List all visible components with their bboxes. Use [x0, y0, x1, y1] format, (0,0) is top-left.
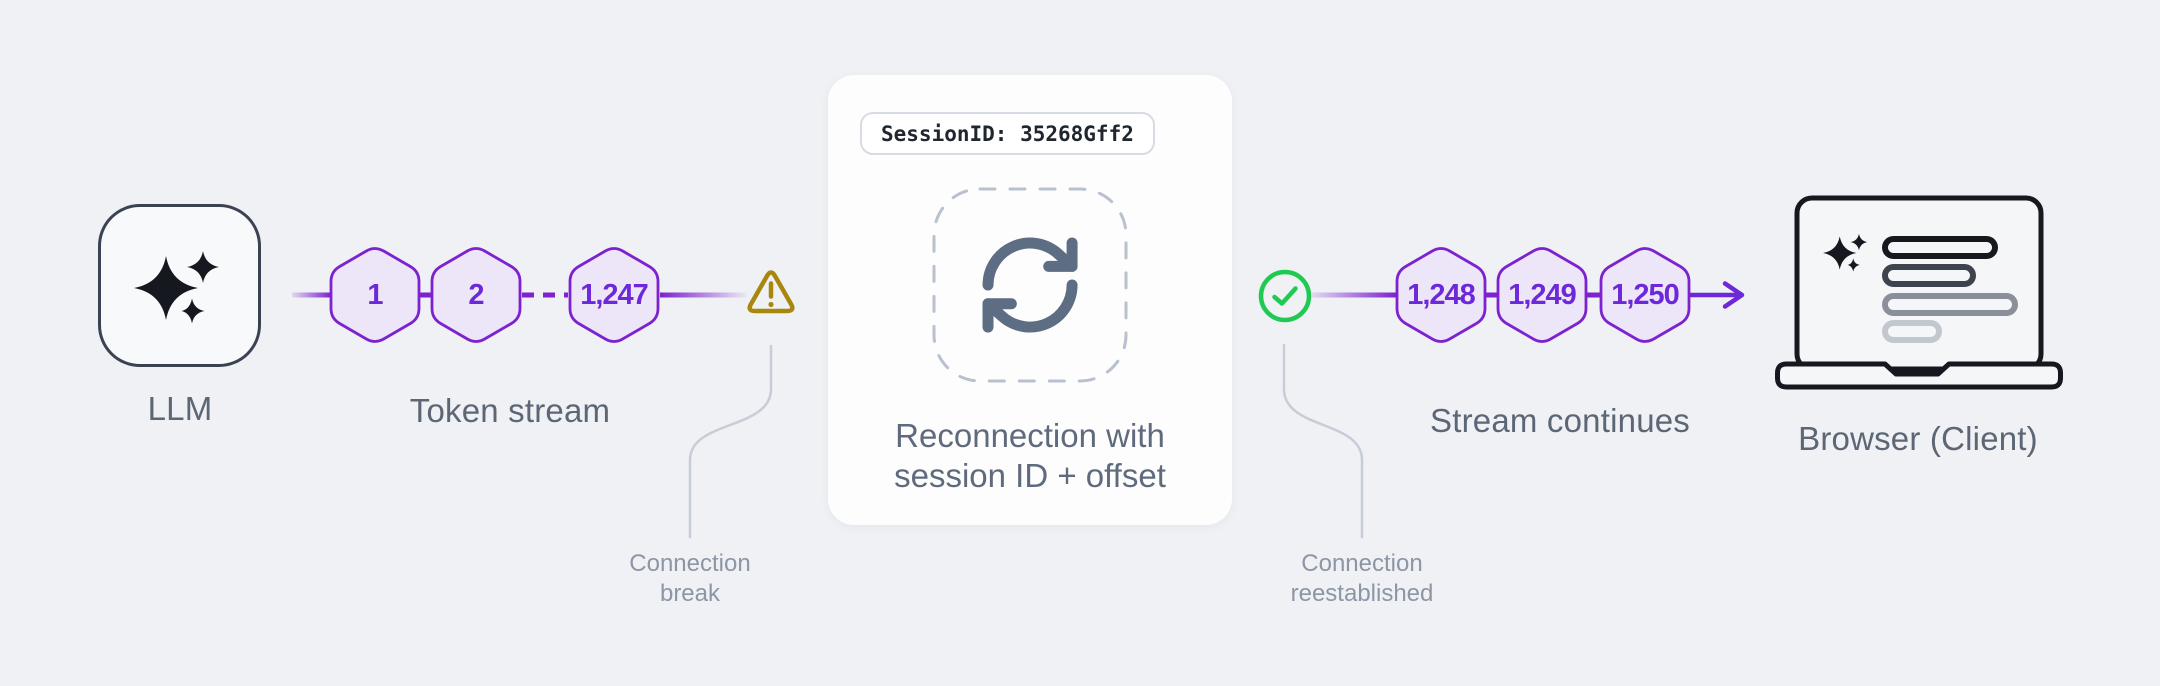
- hexagon-shape: [1599, 247, 1691, 343]
- token-hex-1248: 1,248: [1395, 245, 1487, 345]
- token-value: 1,249: [1508, 278, 1577, 311]
- session-id-badge: SessionID: 35268Gff2: [860, 112, 1155, 155]
- browser-client-label: Browser (Client): [1798, 420, 2038, 457]
- connection-reestablished-line2: reestablished: [1290, 580, 1434, 607]
- laptop-base: [1775, 361, 2063, 390]
- session-id-text: SessionID: 35268Gff2: [881, 121, 1134, 146]
- stream-text-bar-3: [1882, 293, 2018, 316]
- stream-text-bar-2: [1882, 264, 1976, 287]
- token-hex-2: 2: [430, 245, 522, 345]
- hexagon-shape: [1496, 247, 1588, 343]
- reconnection-caption-line1: Reconnection with: [895, 417, 1165, 454]
- token-value: 2: [468, 278, 484, 311]
- reconnection-card: SessionID: 35268Gff2 Reconnection with s…: [828, 75, 1232, 525]
- hexagon-shape: [1395, 247, 1487, 343]
- token-hex-1: 1: [329, 245, 421, 345]
- warning-icon: [743, 265, 799, 324]
- stream-continues-label: Stream continues: [1430, 402, 1690, 439]
- token-value: 1: [367, 278, 383, 311]
- token-value: 1,248: [1407, 278, 1476, 311]
- laptop-icon: [1775, 195, 2063, 390]
- reconnection-caption-line2: session ID + offset: [894, 457, 1166, 494]
- token-hex-1250: 1,250: [1599, 245, 1691, 345]
- hexagon-shape: [430, 247, 522, 343]
- check-circle-icon: [1257, 268, 1313, 329]
- llm-label: LLM: [147, 390, 213, 427]
- connection-reestablished-line1: Connection: [1301, 550, 1423, 577]
- laptop-sparkles-icon: [1823, 233, 1868, 272]
- connection-break-line2: break: [659, 580, 721, 607]
- token-value: 1,247: [580, 278, 649, 311]
- token-hex-1247: 1,247: [568, 245, 660, 345]
- token-hex-1249: 1,249: [1496, 245, 1588, 345]
- reestablished-connector-line: [1282, 343, 1364, 539]
- connection-break-label: Connection break: [565, 549, 815, 609]
- token-value: 1,250: [1611, 278, 1680, 311]
- stream-arrow-head: [1722, 281, 1745, 309]
- stream-text-bar-1: [1882, 236, 1998, 259]
- connection-reestablished-label: Connection reestablished: [1237, 549, 1487, 609]
- break-connector-line: [688, 344, 773, 539]
- hexagon-shape: [568, 247, 660, 343]
- sync-icon: [932, 187, 1128, 383]
- sparkles-icon: [133, 250, 219, 323]
- hexagon-shape: [329, 247, 421, 343]
- token-stream-label: Token stream: [409, 392, 611, 429]
- connection-break-line1: Connection: [629, 550, 751, 577]
- llm-icon-box: [98, 204, 261, 367]
- reconnection-caption: Reconnection with session ID + offset: [828, 416, 1232, 496]
- stream-text-bar-4: [1882, 320, 1942, 343]
